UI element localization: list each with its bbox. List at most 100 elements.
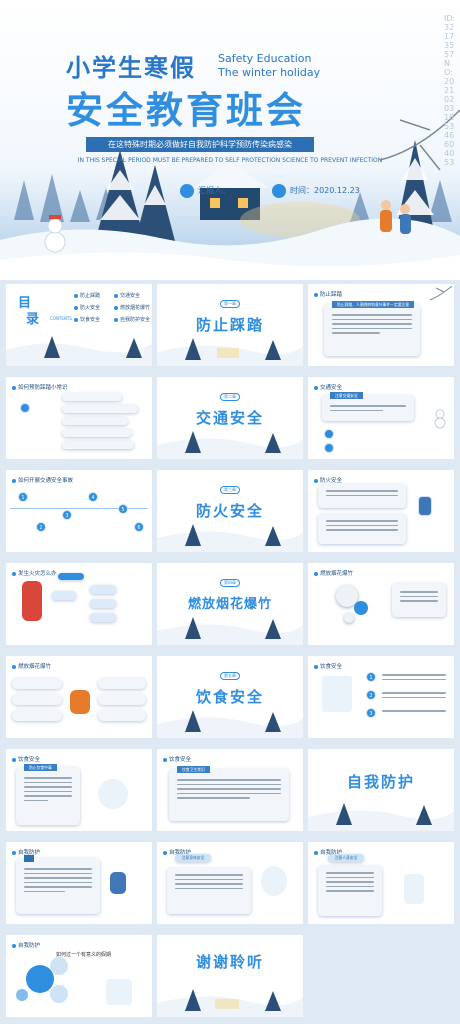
kids-illustration (20, 403, 30, 413)
chapter-title: 防止踩踏 (195, 316, 264, 334)
slide-chapter-2[interactable]: 第二章 交通安全 (157, 377, 303, 459)
chapter-title: 自我防护 (346, 773, 415, 791)
info-card (318, 514, 406, 544)
watermark-id: ID:32173557 NO:20210203185346604053 (444, 14, 456, 167)
hero-title-line2: 安全教育班会 (66, 89, 306, 132)
slide-subtitle: 如何过一个有意义的假期 (56, 952, 112, 958)
slide-fire-info[interactable]: 防火安全 (308, 470, 454, 552)
toc-title-1: 目 (18, 296, 32, 311)
slide-self-protection-1[interactable]: 自我防护 (6, 842, 152, 924)
slide-fire-emergency[interactable]: 发生火灾怎么办 (6, 563, 152, 645)
card-label: 注意身体安全 (181, 855, 205, 860)
branch-icon (429, 286, 452, 301)
hero-cover-slide: 小学生寒假 Safety Education The winter holida… (0, 0, 460, 280)
slide-heading: 如何预防踩踏小常识 (12, 383, 68, 391)
slide-chapter-1[interactable]: 第一章 防止踩踏 (157, 284, 303, 366)
slide-stampede-info[interactable]: 防止踩踏 防止踩踏，人潮拥挤和意外事件一定要注意 (308, 284, 454, 366)
kids-illustration (110, 872, 126, 894)
snow-scene-icon (157, 710, 303, 738)
slide-toc[interactable]: 目 录 CONTENTS 防止踩踏 交通安全 防火安全 燃放烟花爆竹 饮食安全 … (6, 284, 152, 366)
toc-item-5[interactable]: 饮食安全 (74, 316, 100, 323)
clock-icon (272, 183, 286, 198)
slide-fireworks-tips[interactable]: 燃放烟花爆竹 (6, 656, 152, 738)
slide-fireworks-info[interactable]: 燃放烟花爆竹 (308, 563, 454, 645)
card-label: 饮食卫生常识 (177, 766, 210, 773)
slide-food-safety-list[interactable]: 饮食安全 1 2 3 (308, 656, 454, 738)
option-box (52, 591, 76, 600)
snow-scene-icon (157, 989, 303, 1017)
chapter-tag: 第一章 (220, 300, 240, 308)
grid-blank-cell (308, 935, 454, 1017)
snow-scene-icon (6, 336, 152, 366)
circle-decoration (354, 601, 368, 615)
kids-illustration (261, 866, 287, 896)
tip-pill (12, 678, 62, 689)
slide-chapter-5[interactable]: 第五章 饮食安全 (157, 656, 303, 738)
kids-illustration (322, 676, 352, 712)
slide-food-hygiene[interactable]: 饮食安全 饮食卫生常识 (157, 749, 303, 831)
chapter-tag: 第三章 (220, 486, 240, 494)
slide-heading: 防止踩踏 (314, 290, 342, 298)
slide-heading: 发生火灾怎么办 (12, 569, 57, 577)
option-box (90, 599, 116, 608)
card-label: 防止饮食中毒 (24, 764, 57, 771)
tip-row (62, 393, 122, 401)
info-card (167, 868, 251, 914)
step-2: 2 (36, 522, 46, 532)
info-card (318, 484, 406, 508)
toc-item-2[interactable]: 交通安全 (114, 292, 140, 299)
toc-item-4[interactable]: 燃放烟花爆竹 (114, 304, 150, 311)
slide-self-protection-4[interactable]: 自我防护 如何过一个有意义的假期 (6, 935, 152, 1017)
hero-time: 时间：2020.12.23 (272, 183, 360, 199)
chapter-title: 饮食安全 (195, 688, 264, 706)
slide-traffic-info[interactable]: 交通安全 注意交通安全 (308, 377, 454, 459)
step-2: 2 (366, 690, 376, 700)
hero-reporter: 汇报人： (180, 183, 230, 199)
firefighter-icon (22, 581, 42, 621)
slide-heading: 自我防护 (12, 941, 40, 949)
tip-row (62, 441, 134, 449)
snow-scene-icon (157, 431, 303, 459)
hero-title-line1: 小学生寒假 (66, 54, 196, 82)
tip-pill (98, 710, 146, 721)
winter-illustration (404, 874, 424, 904)
info-card: 饮食卫生常识 (169, 766, 289, 821)
slide-heading: 饮食安全 (12, 755, 40, 763)
toc-item-6[interactable]: 自我防护安全 (114, 316, 150, 323)
hero-title-en-1: Safety Education (218, 52, 312, 65)
slide-thumbnail-grid: 目 录 CONTENTS 防止踩踏 交通安全 防火安全 燃放烟花爆竹 饮食安全 … (6, 284, 454, 1017)
slide-heading: 燃放烟花爆竹 (314, 569, 353, 577)
chapter-title: 防火安全 (195, 502, 264, 520)
info-card (392, 583, 446, 617)
chapter-tag: 第五章 (220, 672, 240, 680)
kids-illustration (418, 496, 432, 516)
slide-thanks[interactable]: 谢谢聆听 (157, 935, 303, 1017)
thanks-title: 谢谢聆听 (195, 953, 264, 971)
slide-heading: 交通安全 (314, 383, 342, 391)
info-card (16, 855, 100, 914)
step-1: 1 (366, 672, 376, 682)
slide-chapter-4[interactable]: 第四章 燃放烟花爆竹 (157, 563, 303, 645)
step-3: 3 (366, 708, 376, 718)
slide-traffic-accidents[interactable]: 如何开展交通安全事故 1 4 5 2 3 6 (6, 470, 152, 552)
tip-row (62, 429, 132, 437)
option-box (90, 613, 116, 622)
card-label (24, 855, 34, 862)
kids-illustration (106, 979, 132, 1005)
slide-chapter-6[interactable]: 自我防护 (308, 749, 454, 831)
kids-illustration (98, 779, 128, 809)
slide-stampede-tips[interactable]: 如何预防踩踏小常识 (6, 377, 152, 459)
hero-title-en-2: The winter holiday (218, 66, 321, 79)
slide-self-protection-3[interactable]: 自我防护 注意人身安全 (308, 842, 454, 924)
step-4: 4 (88, 492, 98, 502)
toc-item-1[interactable]: 防止踩踏 (74, 292, 100, 299)
slide-heading: 如何开展交通安全事故 (12, 476, 73, 484)
toc-title-2: 录 (26, 312, 40, 327)
slide-self-protection-2[interactable]: 自我防护 注意身体安全 (157, 842, 303, 924)
tip-row (62, 417, 128, 425)
hero-title-english: Safety Education The winter holiday (218, 52, 338, 80)
tip-row (62, 405, 138, 413)
slide-food-poisoning[interactable]: 饮食安全 防止饮食中毒 (6, 749, 152, 831)
slide-chapter-3[interactable]: 第三章 防火安全 (157, 470, 303, 552)
toc-item-3[interactable]: 防火安全 (74, 304, 100, 311)
